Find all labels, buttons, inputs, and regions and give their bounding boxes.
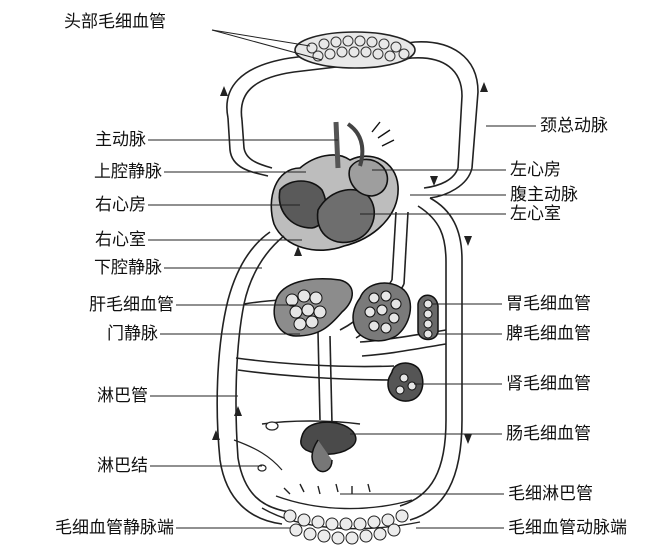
peripheral-capillary-network [262,484,420,544]
intestine-organ [301,422,356,471]
label-superior-vena-cava: 上腔静脉 [74,162,162,182]
label-capillary-arterial-end: 毛细血管动脉端 [508,518,627,538]
label-right-atrium: 右心房 [88,195,146,215]
label-lymphatic-vessel: 淋巴管 [80,386,148,406]
leader-lines [148,30,536,528]
label-inferior-vena-cava: 下腔静脉 [74,258,162,278]
label-right-ventricle: 右心室 [88,230,146,250]
label-portal-vein: 门静脉 [88,324,158,344]
heart [271,122,398,250]
kidney-organ [388,363,423,401]
label-common-carotid-artery: 颈总动脉 [540,116,608,136]
label-abdominal-aorta: 腹主动脉 [510,185,578,205]
label-left-ventricle: 左心室 [510,204,561,224]
label-lymph-capillaries: 毛细淋巴管 [508,484,593,504]
lymph-nodes [258,422,278,471]
label-stomach-capillaries: 胃毛细血管 [506,294,591,314]
label-spleen-capillaries: 脾毛细血管 [506,324,591,344]
stomach-organ [353,283,410,341]
label-intestine-capillaries: 肠毛细血管 [506,424,591,444]
head-capillary-network [227,32,478,168]
label-capillary-venous-end: 毛细血管静脉端 [2,518,174,538]
label-aorta: 主动脉 [88,130,146,150]
label-kidney-capillaries: 肾毛细血管 [506,374,591,394]
label-left-atrium: 左心房 [510,160,561,180]
label-lymph-node: 淋巴结 [80,456,148,476]
label-head-capillaries: 头部毛细血管 [64,12,166,32]
label-liver-capillaries: 肝毛细血管 [56,295,174,315]
liver-organ [274,279,352,336]
spleen-organ [418,295,438,339]
